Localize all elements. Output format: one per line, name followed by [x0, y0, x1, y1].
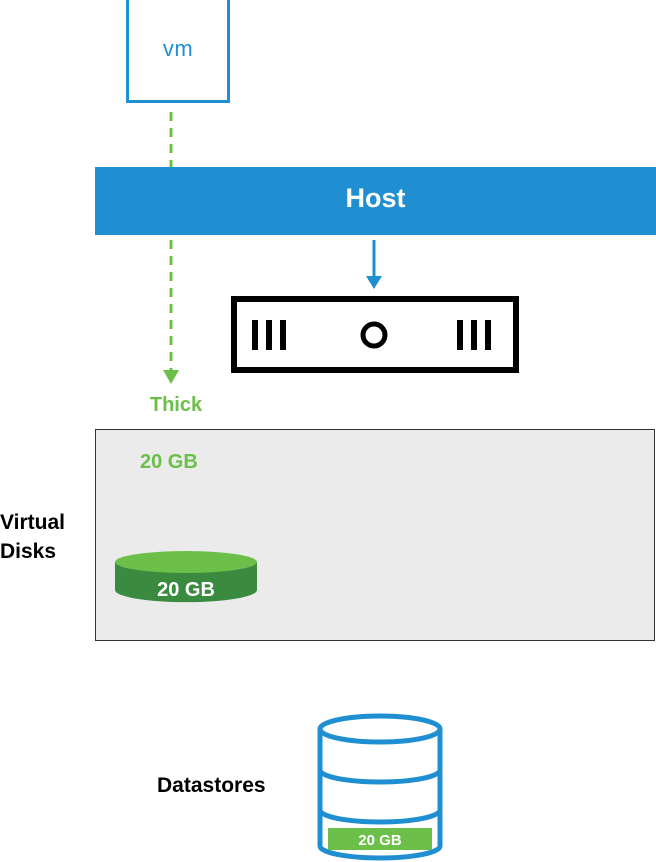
vm-box [126, 0, 230, 103]
datastores-title: Datastores [157, 774, 266, 797]
host-bar [95, 167, 656, 235]
server-icon [231, 296, 519, 373]
host-arrow-head [366, 276, 382, 289]
virtual-disks-title-line1: Virtual [0, 511, 65, 534]
vm-label: vm [162, 36, 194, 61]
virtual-disks-title: Virtual Disks [0, 508, 65, 566]
virtual-disk-allocated-label: 20 GB [140, 451, 198, 473]
virtual-disk-size-text: 20 GB [157, 579, 215, 601]
thick-provision-arrow-head [163, 370, 179, 384]
virtual-disk-icon: 20 GB [115, 551, 257, 603]
host-label: Host [345, 183, 406, 213]
datastore-icon: 20 GB [317, 713, 443, 861]
datastore-used-text: 20 GB [358, 832, 402, 849]
provisioning-label: Thick [149, 394, 203, 416]
virtual-disks-panel [95, 429, 655, 641]
virtual-disks-title-line2: Disks [0, 540, 57, 563]
